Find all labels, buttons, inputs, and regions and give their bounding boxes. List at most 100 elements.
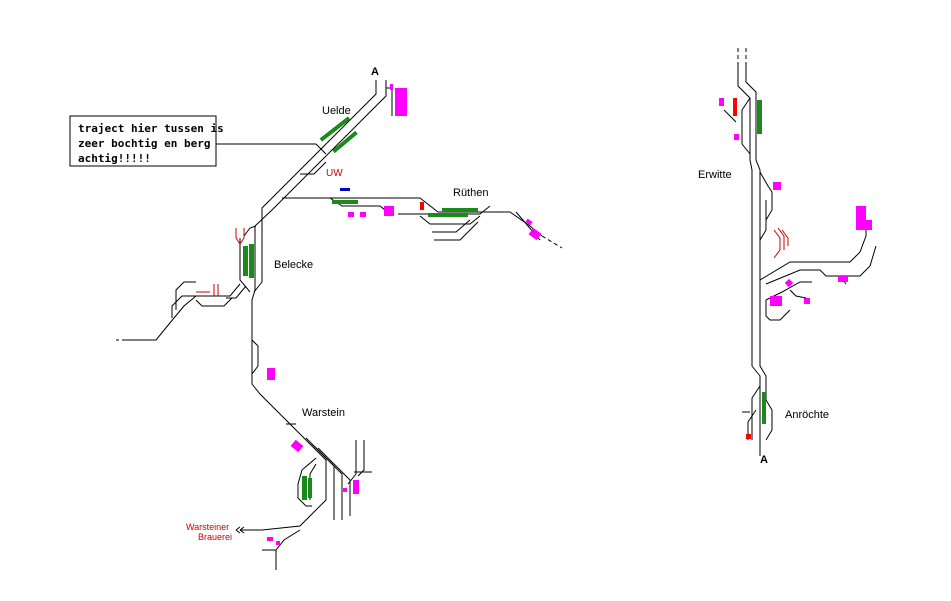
erwitte-platform-north (757, 100, 762, 134)
erwitte-building-1 (719, 98, 724, 106)
right-network (719, 48, 877, 456)
track-a-uelde-1 (319, 80, 377, 151)
ruethen-platform-2 (442, 208, 478, 212)
warstein-building-3 (343, 488, 347, 492)
track-uelde-belecke-1 (261, 149, 321, 230)
belecke-siding-red-1 (235, 228, 241, 245)
belecke-siding-red-2 (239, 228, 245, 245)
track-anroechte-1 (751, 385, 761, 440)
track-ruethen-siding-5 (434, 221, 479, 241)
note-line-1: traject hier tussen is (78, 122, 224, 135)
belecke-platform-1 (243, 246, 248, 276)
note-connector (216, 143, 327, 155)
brewery-building-2 (276, 541, 280, 545)
track-warstein-8 (357, 440, 365, 477)
warstein-platform-1 (302, 476, 307, 500)
ruethen-signal (420, 202, 424, 210)
track-erwitte-north-siding (741, 97, 751, 155)
track-ruethen-siding-4 (432, 219, 471, 233)
track-ruethen-siding-2 (398, 205, 491, 215)
track-erwitte-main-1 (737, 62, 761, 456)
track-west-2 (226, 285, 247, 299)
track-to-ruethen (282, 197, 543, 237)
track-west-4 (175, 281, 185, 310)
marker-uw: UW (326, 168, 343, 179)
track-belecke-warstein-1 (251, 330, 301, 435)
track-west-1 (126, 283, 241, 341)
station-label-anroechte: Anröchte (785, 409, 829, 421)
track-belecke-warstein-2 (251, 339, 259, 375)
station-label-uelde: Uelde (322, 105, 351, 117)
track-a-stub (386, 87, 393, 116)
anroechte-platform (762, 392, 766, 424)
ruethen-building-2 (360, 212, 366, 217)
track-belecke-4 (243, 225, 257, 237)
warstein-approach-building (267, 368, 275, 380)
erwitte-siding-red-1 (773, 229, 781, 259)
warstein-building-1 (290, 439, 304, 453)
uelde-signal (390, 84, 393, 90)
brewery-label-line-1: Warsteiner (186, 522, 229, 532)
ruethen-building-5 (525, 218, 533, 226)
erwitte-building-3 (773, 182, 781, 190)
track-erwitte-north-siding-2 (723, 109, 737, 123)
erwitte-building-2 (734, 134, 739, 140)
anroechte-signal (746, 434, 751, 439)
track-warstein-7 (347, 440, 357, 485)
track-uelde-belecke-2 (254, 151, 331, 227)
track-erwitte-siding-2 (759, 200, 767, 241)
warstein-building-2 (353, 480, 359, 494)
track-erwitte-east-2 (765, 245, 877, 285)
track-ruethen-continue (541, 235, 563, 249)
note-box: traject hier tussen is zeer bochtig en b… (69, 115, 224, 167)
track-anroechte-2 (765, 399, 773, 441)
track-uw-spur (300, 161, 327, 175)
brewery-label-line-2: Brauerei (198, 532, 232, 542)
marker-a-top: A (371, 66, 379, 78)
track-belecke-1 (251, 226, 256, 330)
track-brewery-arrow (235, 526, 245, 534)
track-west-3 (171, 295, 196, 318)
track-ruethen-siding-3 (419, 215, 481, 225)
ruethen-building-4 (528, 227, 542, 241)
erwitte-siding-red-2 (777, 227, 785, 250)
track-warstein-3 (311, 443, 343, 520)
erwitte-building-7 (784, 278, 794, 288)
note-frame (69, 115, 217, 167)
uelde-building (395, 88, 407, 116)
track-belecke-2 (253, 230, 263, 293)
note-line-3: achtig!!!!! (78, 152, 151, 165)
ruethen-platform-1 (332, 200, 358, 204)
uelde-platform-2 (332, 130, 358, 154)
note-line-2: zeer bochtig en berg (78, 137, 210, 150)
station-label-erwitte: Erwitte (698, 169, 732, 181)
track-belecke-3 (239, 238, 251, 293)
track-warstein-4 (317, 447, 351, 516)
track-erwitte-main-2 (745, 62, 767, 400)
marker-a-bottom: A (760, 454, 768, 466)
erwitte-building-5 (864, 220, 872, 230)
station-label-warstein: Warstein (302, 407, 345, 419)
track-west-6 (195, 297, 233, 307)
track-warstein-1 (261, 433, 327, 531)
station-label-belecke: Belecke (274, 259, 313, 271)
track-erwitte-yard-2 (789, 289, 807, 299)
track-warstein-5 (297, 457, 317, 507)
ruethen-platform-3 (428, 213, 468, 217)
erwitte-siding-red-3 (781, 229, 789, 246)
ruethen-building-3 (384, 206, 394, 216)
track-erwitte-siding-1 (759, 171, 773, 221)
brewery-building-1 (267, 537, 273, 541)
erwitte-building-6 (838, 276, 848, 282)
ruethen-marker-blue (340, 188, 350, 191)
erwitte-building-4 (856, 206, 866, 230)
uelde-platform-1 (319, 116, 351, 142)
warstein-platform-2 (308, 478, 312, 498)
station-label-ruethen: Rüthen (453, 187, 488, 199)
erwitte-building-9 (770, 296, 782, 306)
belecke-platform-2 (249, 244, 254, 278)
erwitte-building-8 (804, 298, 810, 304)
ruethen-building-1 (348, 212, 354, 217)
erwitte-signal (733, 98, 737, 116)
